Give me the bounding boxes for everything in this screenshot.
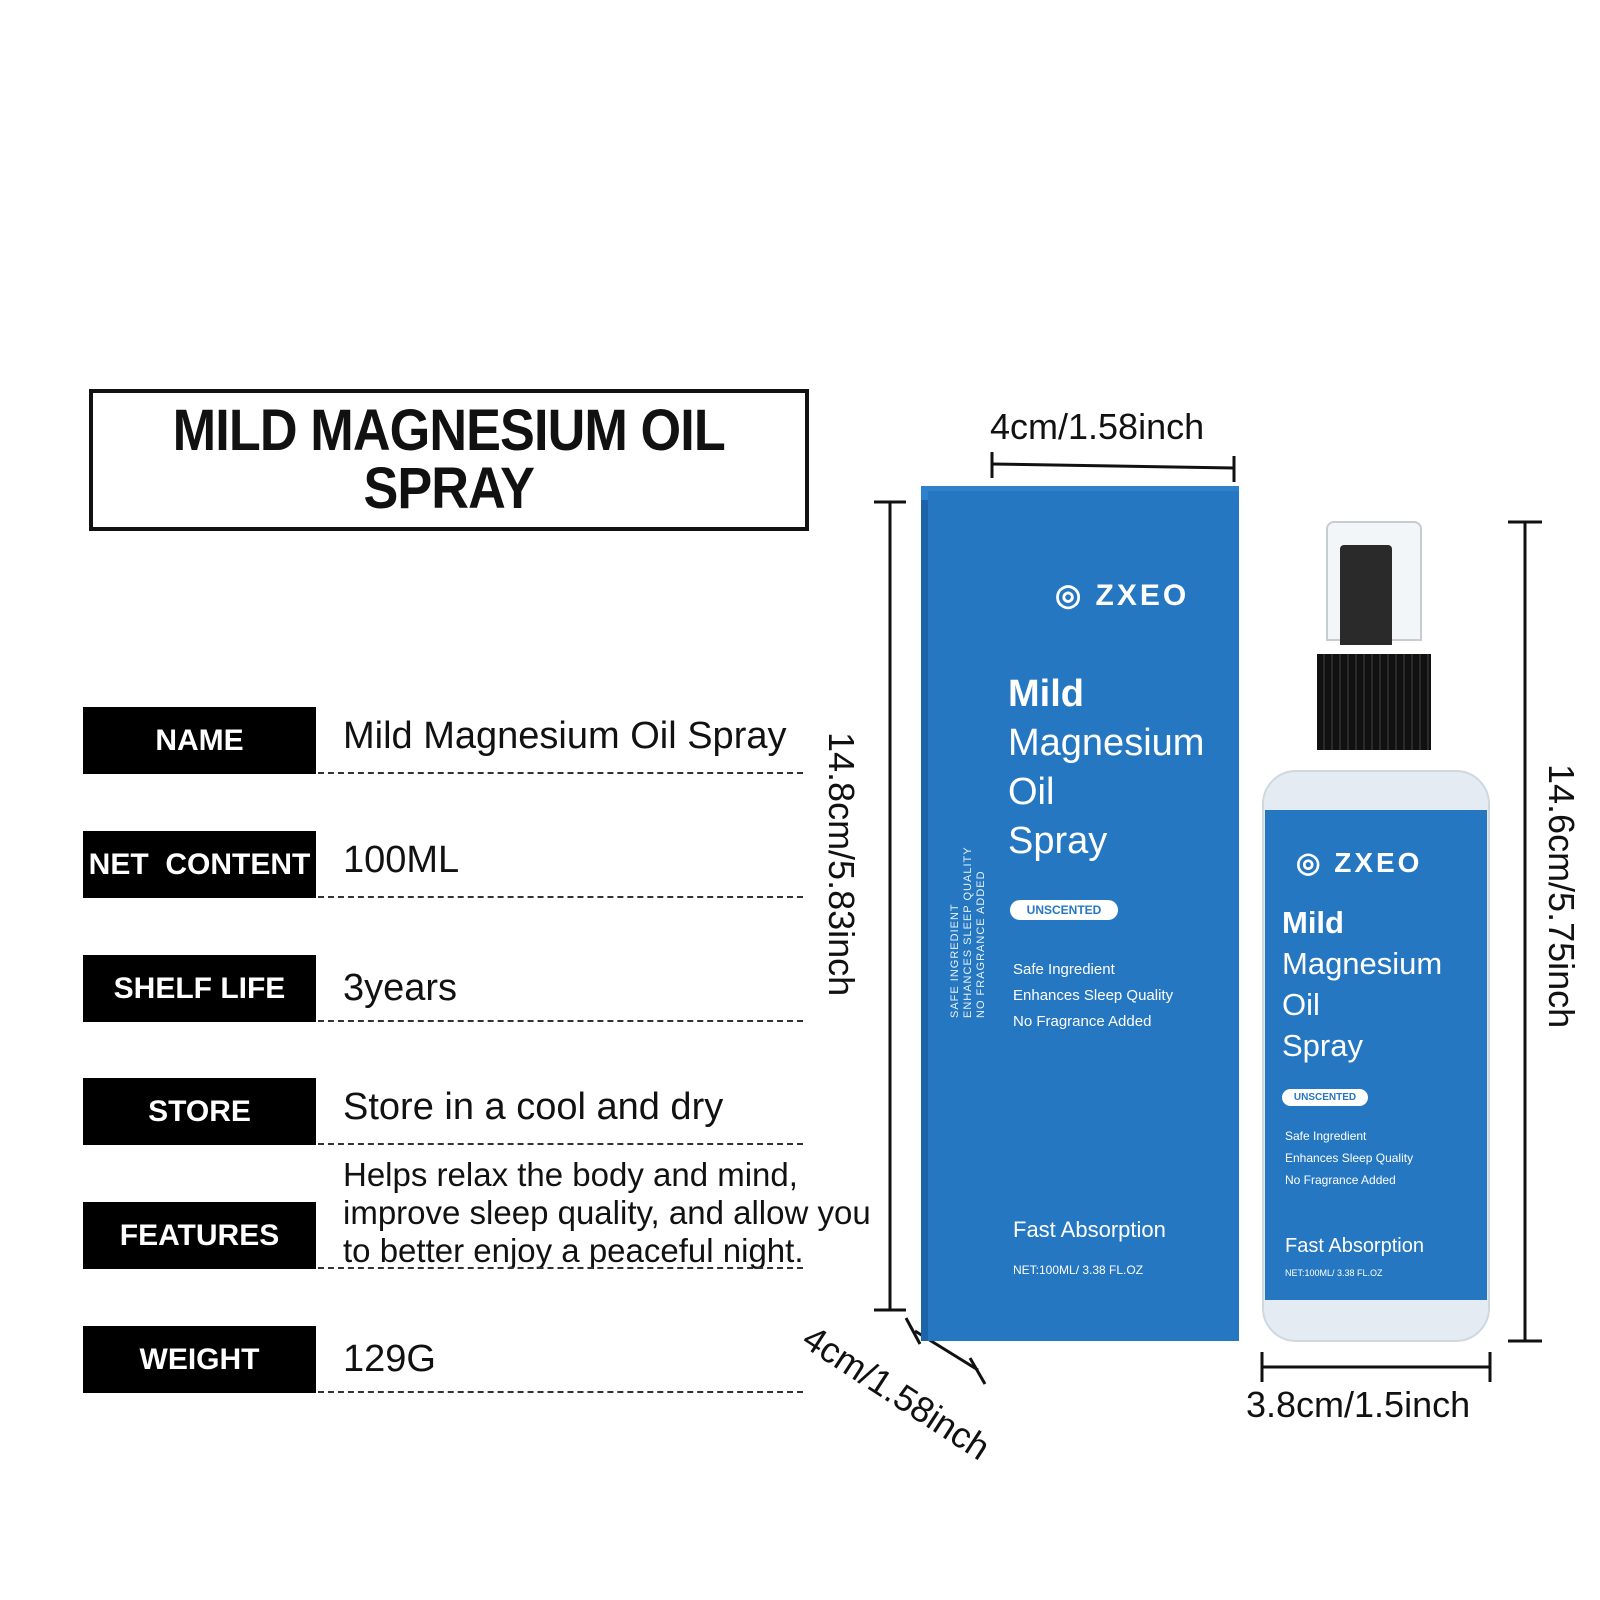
bottle-width-label: 3.8cm/1.5inch (1246, 1384, 1471, 1425)
spec-row-weight: WEIGHT 129G (83, 1326, 803, 1393)
brand-wave-icon: ◎ (1296, 847, 1324, 878)
divider (318, 1020, 803, 1022)
name-line: Mild (1282, 905, 1344, 940)
spec-label: WEIGHT (83, 1326, 316, 1393)
divider (318, 1143, 803, 1145)
divider (318, 896, 803, 898)
box-side-text: SAFE INGREDIENT ENHANCES SLEEP QUALITY N… (949, 846, 988, 1018)
bottle-label (1265, 810, 1487, 1300)
benefit-item: No Fragrance Added (1013, 1013, 1152, 1030)
box-benefits: Safe Ingredient Enhances Sleep Quality N… (1013, 957, 1173, 1035)
spec-label: STORE (83, 1078, 316, 1145)
spec-row-net-content: NET CONTENT 100ML (83, 831, 803, 898)
spec-value: Helps relax the body and mind, improve s… (343, 1156, 871, 1269)
spec-label: FEATURES (83, 1202, 316, 1269)
name-line: Spray (1008, 820, 1108, 862)
box-height-label: 14.8cm/5.83inch (821, 732, 862, 997)
bottle-collar (1317, 654, 1431, 750)
brand-wave-icon: ◎ (1055, 579, 1085, 612)
bottle-net-volume: NET:100ML/ 3.38 FL.OZ (1285, 1268, 1383, 1278)
benefit-item: Enhances Sleep Quality (1013, 987, 1174, 1004)
benefit-item: Safe Ingredient (1013, 961, 1115, 978)
box-brand-logo: ◎ ZXEO (1055, 578, 1189, 613)
spec-label: SHELF LIFE (83, 955, 316, 1022)
name-line: Magnesium (1282, 946, 1443, 981)
spec-label: NET CONTENT (83, 831, 316, 898)
product-title: MILD MAGNESIUM OIL SPRAY (142, 402, 756, 518)
bottle-height-label: 14.6cm/5.75inch (1541, 764, 1582, 1029)
side-text-line: SAFE INGREDIENT (949, 903, 961, 1018)
box-product-name: Mild Magnesium Oil Spray (1008, 670, 1204, 866)
spec-row-features: FEATURES Helps relax the body and mind, … (83, 1156, 871, 1269)
benefit-item: Enhances Sleep Quality (1285, 1151, 1414, 1165)
box-net-volume: NET:100ML/ 3.38 FL.OZ (1013, 1263, 1144, 1277)
side-text-line: ENHANCES SLEEP QUALITY (962, 846, 974, 1018)
brand-name: ZXEO (1095, 579, 1190, 612)
name-line: Oil (1008, 771, 1055, 813)
bottle-product-name: Mild Magnesium Oil Spray (1282, 902, 1442, 1066)
box-tagline: Fast Absorption (1013, 1217, 1166, 1242)
spec-label: NAME (83, 707, 316, 774)
bottle-benefits: Safe Ingredient Enhances Sleep Quality N… (1285, 1125, 1413, 1191)
box-width-label: 4cm/1.58inch (990, 406, 1205, 447)
spray-nozzle (1340, 545, 1392, 645)
divider (318, 772, 803, 774)
product-title-box: MILD MAGNESIUM OIL SPRAY (89, 389, 809, 531)
spec-value: 100ML (343, 839, 460, 881)
spec-value: Mild Magnesium Oil Spray (343, 715, 787, 757)
bottle-tagline: Fast Absorption (1285, 1235, 1424, 1257)
name-line: Oil (1282, 987, 1320, 1022)
name-line: Spray (1282, 1028, 1363, 1063)
bottle-brand-logo: ◎ ZXEO (1296, 846, 1422, 879)
divider (318, 1267, 803, 1269)
side-text-line: NO FRAGRANCE ADDED (975, 870, 987, 1018)
name-line: Magnesium (1008, 722, 1205, 764)
name-line: Mild (1008, 673, 1084, 715)
brand-name: ZXEO (1334, 847, 1423, 878)
benefit-item: Safe Ingredient (1285, 1129, 1367, 1143)
spec-row-store: STORE Store in a cool and dry (83, 1078, 803, 1145)
bottle-unscented-badge: UNSCENTED (1282, 1089, 1368, 1106)
title-line-1: MILD MAGNESIUM OIL (172, 398, 726, 463)
spec-value: 3years (343, 967, 458, 1009)
title-line-2: SPRAY (363, 456, 535, 521)
spec-row-name: NAME Mild Magnesium Oil Spray (83, 707, 803, 774)
divider (318, 1391, 803, 1393)
spec-value: Store in a cool and dry (343, 1086, 724, 1128)
spec-value: 129G (343, 1338, 436, 1380)
box-unscented-badge: UNSCENTED (1010, 900, 1118, 920)
benefit-item: No Fragrance Added (1285, 1173, 1396, 1187)
spec-row-shelf-life: SHELF LIFE 3years (83, 955, 803, 1022)
